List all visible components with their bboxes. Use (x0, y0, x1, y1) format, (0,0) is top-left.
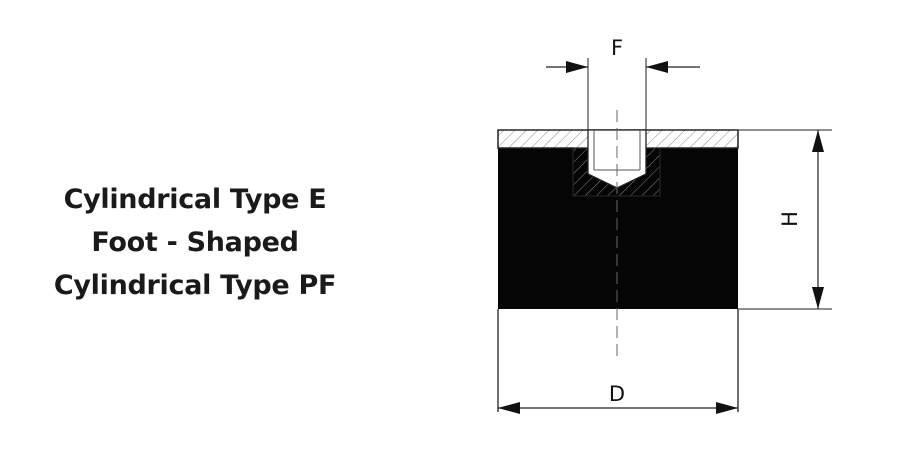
dim-h-arrow-bottom (812, 287, 824, 309)
title-line-3: Cylindrical Type PF (53, 270, 337, 301)
dim-d-arrow-left (498, 402, 520, 414)
dim-f-arrow-right (646, 61, 668, 73)
title-line-1: Cylindrical Type E (63, 184, 327, 215)
product-title: Cylindrical Type E Foot - Shaped Cylindr… (30, 178, 360, 307)
dim-d-label: D (609, 382, 625, 406)
title-line-2: Foot - Shaped (91, 227, 299, 258)
dim-f-arrow-left (566, 61, 588, 73)
threaded-insert (587, 129, 647, 189)
dim-d-arrow-right (716, 402, 738, 414)
dim-h-label: H (778, 211, 802, 227)
dim-f-label: F (611, 36, 623, 60)
dim-h-arrow-top (812, 130, 824, 152)
